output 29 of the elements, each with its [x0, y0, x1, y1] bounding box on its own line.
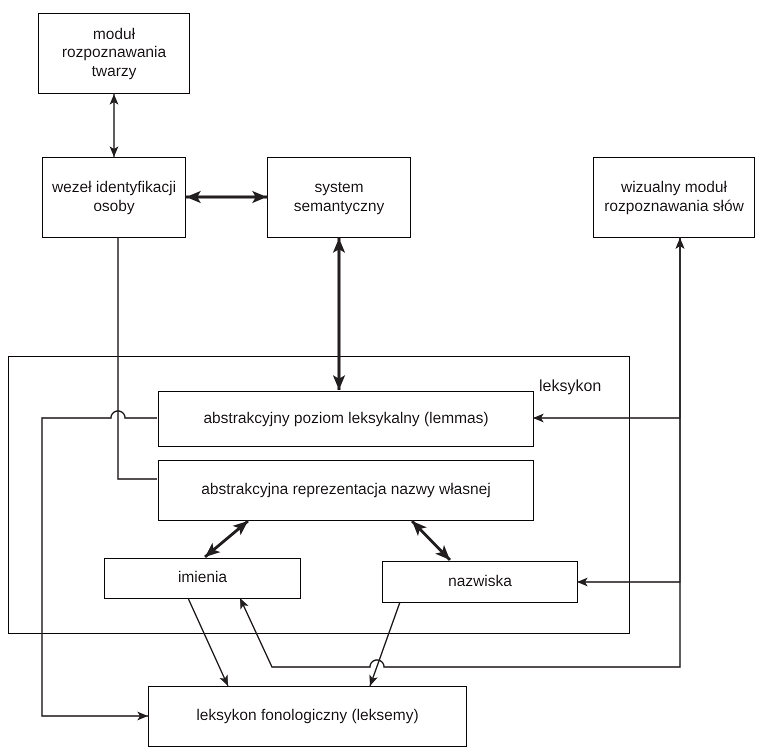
process-box	[104, 558, 301, 599]
connector-arrow	[186, 190, 267, 204]
process-box	[593, 157, 755, 238]
connector-arrow	[110, 94, 118, 157]
process-box	[38, 13, 190, 94]
process-box	[382, 561, 578, 603]
connector-arrow	[187, 598, 229, 686]
process-box	[42, 157, 186, 238]
box-label: system semantyczny	[292, 178, 386, 216]
box-label: wezeł identyfikacji osoby	[50, 178, 178, 216]
group-label: leksykon	[539, 377, 602, 397]
box-label: abstrakcyjna reprezentacja nazwy własnej	[201, 481, 491, 500]
box-label: nazwiska	[448, 572, 512, 592]
connector-arrow	[410, 520, 452, 562]
connector-arrow	[41, 410, 157, 720]
process-box	[158, 391, 534, 447]
connector-arrow	[239, 238, 684, 668]
process-box	[148, 686, 467, 747]
box-label: imienia	[178, 569, 228, 588]
process-box	[158, 460, 534, 521]
connector-arrow	[332, 238, 346, 390]
box-label: abstrakcyjny poziom leksykalny (lemmas)	[203, 410, 489, 428]
box-label: moduł rozpoznawania twarzy	[60, 26, 168, 82]
box-label: wizualny moduł rozpoznawania słów	[603, 178, 745, 216]
group-container	[8, 356, 630, 634]
connector-arrow	[204, 520, 249, 558]
process-box	[267, 157, 411, 238]
box-label: leksykon fonologiczny (leksemy)	[196, 707, 419, 726]
connector-arrow	[369, 602, 401, 686]
